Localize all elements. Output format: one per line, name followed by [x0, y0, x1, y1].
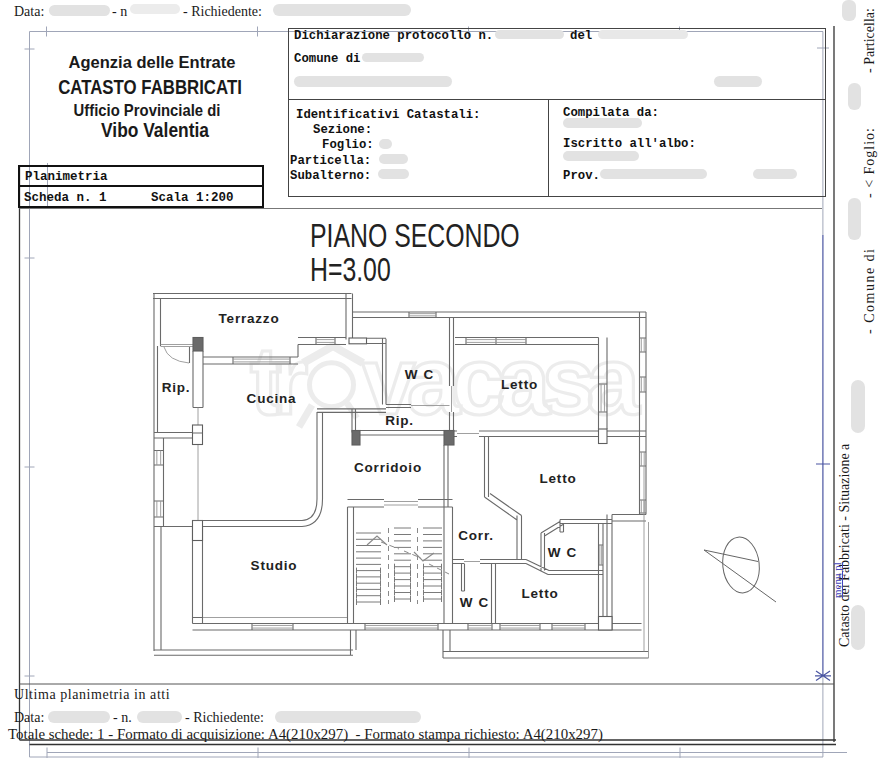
svg-text:tr: tr	[250, 327, 308, 434]
